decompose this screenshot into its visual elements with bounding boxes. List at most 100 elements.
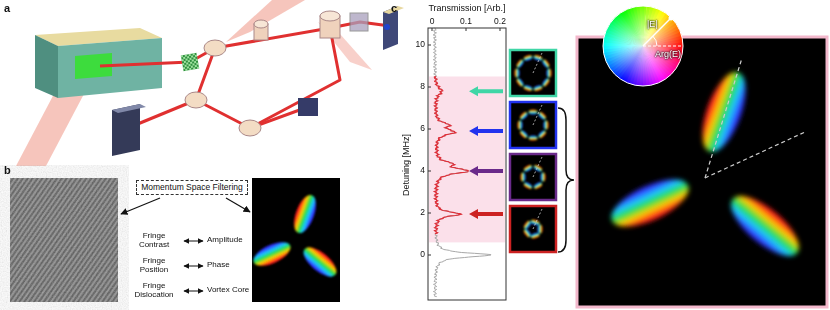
- filter-arrows: [121, 198, 250, 214]
- mode-tiles: [510, 50, 556, 252]
- art-part: [643, 18, 671, 46]
- mode-arrow: [469, 86, 503, 96]
- fringe-image: [10, 178, 118, 302]
- tick: [428, 171, 431, 172]
- grating: [181, 53, 200, 72]
- art-part: [603, 6, 683, 86]
- art-part: [299, 242, 341, 282]
- art-part: [523, 181, 533, 190]
- pink-beam: [16, 92, 85, 166]
- fringe-property: Fringe Dislocation: [128, 282, 180, 300]
- art-part: [523, 84, 533, 92]
- art-part: [705, 132, 805, 178]
- tick-label: 6: [420, 124, 425, 133]
- art-part: [196, 48, 305, 128]
- transmission-plot: [428, 28, 506, 300]
- tick-label: 10: [416, 40, 425, 49]
- tick-label: 0.1: [460, 17, 472, 26]
- trace-red: [434, 77, 468, 235]
- art-part: [521, 173, 526, 182]
- art-part: [10, 178, 118, 302]
- tick: [428, 213, 431, 214]
- art-part: [653, 36, 657, 46]
- art-part: [184, 241, 203, 242]
- art-part: [537, 129, 547, 139]
- panel-letter: a: [4, 2, 10, 14]
- art-part: [185, 92, 207, 108]
- mode-tile: [510, 102, 556, 148]
- tick-label: 0: [430, 17, 435, 26]
- box-text: Momentum Space Filtering: [141, 183, 243, 192]
- art-part: [722, 186, 808, 266]
- art-part: [252, 178, 340, 302]
- art-part: [523, 228, 532, 238]
- brace: [558, 108, 574, 252]
- art-part: [523, 219, 543, 240]
- mode-tile: [510, 50, 556, 96]
- art-part: [523, 54, 533, 62]
- tick: [466, 28, 467, 31]
- tick: [500, 28, 501, 31]
- art-part: [254, 20, 268, 28]
- art-part: [515, 69, 520, 78]
- art-part: [510, 50, 556, 96]
- art-part: [529, 110, 538, 115]
- tick: [428, 129, 431, 130]
- axis-title: Transmission [Arb.]: [428, 4, 505, 14]
- vortex-field: [577, 37, 827, 307]
- art-part: [226, 198, 250, 212]
- art-part: [541, 173, 546, 182]
- art-part: [603, 6, 683, 86]
- axis-title: Detuning [MHz]: [402, 134, 412, 196]
- color-wheel: [603, 6, 683, 86]
- art-part: [250, 237, 294, 270]
- tick: [428, 255, 431, 256]
- optical-setup: [16, 0, 404, 166]
- art-part: [239, 120, 261, 136]
- art-part: [533, 54, 543, 62]
- mode-tile: [510, 154, 556, 200]
- art-part: [100, 22, 390, 66]
- correspondence-arrows: [184, 241, 203, 291]
- art-part: [541, 58, 550, 68]
- tick: [428, 45, 431, 46]
- art-part: [10, 178, 118, 302]
- tick-label: 0.2: [494, 17, 506, 26]
- art-part: [250, 28, 340, 128]
- tick: [428, 87, 431, 88]
- panel-letter: b: [4, 164, 11, 176]
- art-part: [605, 67, 808, 266]
- art-part: [643, 46, 683, 47]
- field-property: Phase: [207, 261, 230, 270]
- art-part: [519, 111, 529, 121]
- slm-side: [35, 35, 58, 98]
- art-part: [184, 266, 203, 267]
- art-part: [515, 77, 524, 87]
- tick-label: 2: [420, 208, 425, 217]
- wheel-label: Arg(E): [655, 50, 681, 60]
- art-part: [290, 192, 321, 236]
- art-part: [694, 67, 755, 158]
- mode-arrow: [469, 209, 503, 219]
- reconstructed-field: [250, 178, 341, 302]
- laser-beams: [100, 22, 390, 128]
- camera-top: [112, 104, 146, 113]
- tick-label: 4: [420, 166, 425, 175]
- fringe-property: Fringe Position: [128, 257, 180, 275]
- art-part: [204, 40, 226, 56]
- mode-arrow: [469, 166, 503, 176]
- art-part: [533, 105, 542, 125]
- detector: [298, 98, 318, 116]
- field-property: Vortex Core: [207, 286, 249, 295]
- art-part: [533, 209, 542, 229]
- art-part: [533, 181, 543, 190]
- art-part: [577, 37, 827, 307]
- art-part: [519, 129, 529, 139]
- wheel-label: |E|: [647, 20, 658, 30]
- art-part: [605, 170, 695, 236]
- camera-lens: [384, 24, 390, 30]
- tick: [432, 28, 433, 31]
- art-part: [530, 232, 540, 240]
